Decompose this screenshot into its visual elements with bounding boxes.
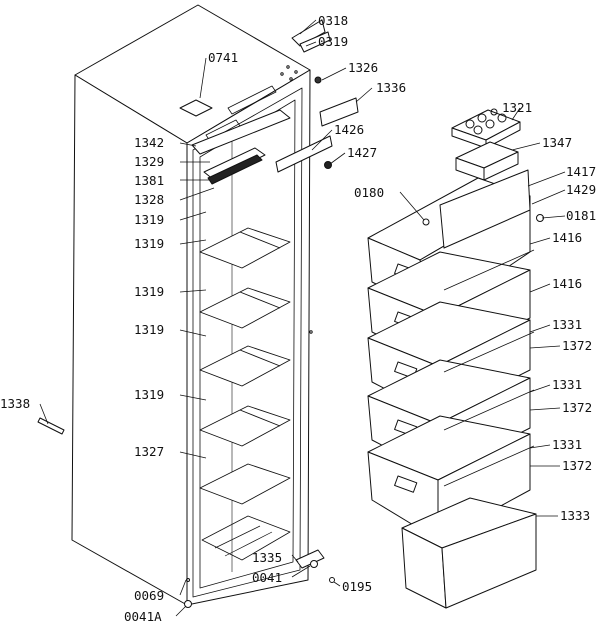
label-0195: 0195 bbox=[342, 579, 372, 594]
label-1335: 1335 bbox=[252, 550, 282, 565]
foot-0041 bbox=[310, 560, 318, 568]
label-1372-1: 1372 bbox=[562, 338, 592, 353]
label-1328: 1328 bbox=[134, 192, 164, 207]
screw-1326 bbox=[314, 76, 322, 84]
label-1381: 1381 bbox=[134, 173, 164, 188]
label-1326: 1326 bbox=[348, 60, 378, 75]
label-0041: 0041 bbox=[252, 570, 282, 585]
label-1331-3: 1331 bbox=[552, 437, 582, 452]
light-cover-0741 bbox=[179, 99, 213, 117]
label-1331-2: 1331 bbox=[552, 377, 582, 392]
label-0181: 0181 bbox=[566, 208, 596, 223]
label-0319: 0319 bbox=[318, 34, 348, 49]
label-1331-1: 1331 bbox=[552, 317, 582, 332]
label-1333: 1333 bbox=[560, 508, 590, 523]
fixing-bar-1426 bbox=[275, 135, 333, 173]
egg-tray-1321 bbox=[451, 108, 521, 149]
label-1372-2: 1372 bbox=[562, 400, 592, 415]
label-1336: 1336 bbox=[376, 80, 406, 95]
label-1427: 1427 bbox=[347, 145, 377, 160]
label-1327: 1327 bbox=[134, 444, 164, 459]
label-1321: 1321 bbox=[502, 100, 532, 115]
label-1416-1: 1416 bbox=[552, 230, 582, 245]
label-0180: 0180 bbox=[354, 185, 384, 200]
label-1319-1: 1319 bbox=[134, 212, 164, 227]
flap-1417 bbox=[439, 169, 531, 249]
label-1319-5: 1319 bbox=[134, 387, 164, 402]
label-1319-3: 1319 bbox=[134, 284, 164, 299]
label-1417: 1417 bbox=[566, 164, 596, 179]
leader-lines bbox=[39, 19, 566, 617]
label-0069: 0069 bbox=[134, 588, 164, 603]
cabinet bbox=[71, 4, 333, 606]
label-0041A: 0041A bbox=[124, 609, 162, 623]
label-1429: 1429 bbox=[566, 182, 596, 197]
panel-1336 bbox=[319, 97, 359, 127]
top-panel-1342 bbox=[191, 109, 291, 155]
label-1372-3: 1372 bbox=[562, 458, 592, 473]
bottom-basket bbox=[201, 515, 291, 561]
ice-tray-1347 bbox=[455, 141, 519, 181]
label-1329: 1329 bbox=[134, 154, 164, 169]
label-1426: 1426 bbox=[334, 122, 364, 137]
handle-1338 bbox=[37, 417, 65, 435]
label-1416-2: 1416 bbox=[552, 276, 582, 291]
screw-0195 bbox=[329, 577, 335, 583]
drawers bbox=[367, 169, 537, 609]
label-1319-4: 1319 bbox=[134, 322, 164, 337]
label-1347: 1347 bbox=[542, 135, 572, 150]
part-labels: 0318 0319 0741 1326 1336 1321 1342 1426 … bbox=[0, 13, 596, 623]
foot-1335 bbox=[295, 549, 325, 569]
screw-1427 bbox=[324, 161, 332, 169]
label-1338: 1338 bbox=[0, 396, 30, 411]
label-0741: 0741 bbox=[208, 50, 238, 65]
foot-0041A bbox=[184, 600, 192, 608]
shelves bbox=[199, 227, 291, 505]
hinge-cover-0318 bbox=[291, 19, 326, 47]
label-1319-2: 1319 bbox=[134, 236, 164, 251]
label-1342: 1342 bbox=[134, 135, 164, 150]
label-0318: 0318 bbox=[318, 13, 348, 28]
screw-0069 bbox=[186, 578, 190, 582]
clip-0180 bbox=[422, 218, 430, 226]
